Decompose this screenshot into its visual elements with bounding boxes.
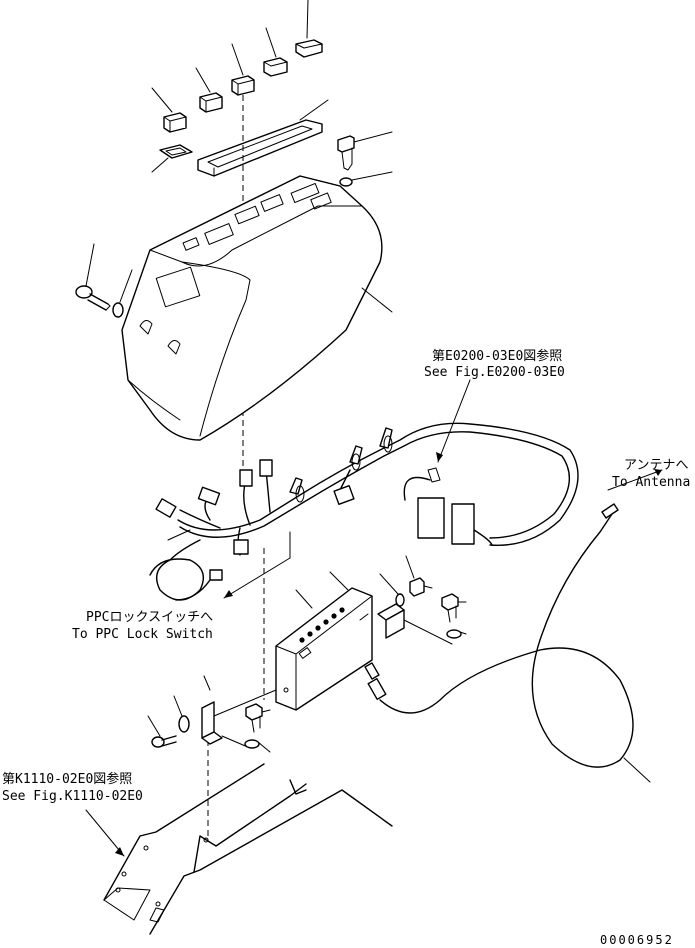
washer-controller-1 <box>395 593 405 607</box>
switch-panel-bezel <box>197 119 323 177</box>
switch-cap-1 <box>163 112 187 133</box>
bolt-controller-2 <box>441 593 459 623</box>
rubber-gasket <box>159 144 193 159</box>
bolt-controller-1 <box>409 577 433 597</box>
antenna-label-jp: アンテナへ <box>624 458 688 473</box>
wiring-harness <box>149 422 579 601</box>
floor-frame <box>103 763 393 935</box>
ref-k1110-en: See Fig.K1110-02E0 <box>2 789 143 804</box>
ref-k1110-jp: 第K1110-02E0図参照 <box>2 771 132 787</box>
mounting-bolt-left <box>75 285 111 311</box>
antenna-cable <box>364 503 634 768</box>
mounting-bolt-top <box>337 135 355 171</box>
switch-cap-5 <box>295 39 323 58</box>
ppc-lock-label-en: To PPC Lock Switch <box>72 627 213 642</box>
drawing-number: 00006952 <box>600 933 674 947</box>
washer-bracket-left <box>178 715 190 733</box>
washer-controller-2 <box>446 629 462 639</box>
antenna-label-en: To Antenna <box>612 475 690 490</box>
switch-cap-3 <box>231 75 255 96</box>
ref-e0200-en: See Fig.E0200-03E0 <box>424 365 565 380</box>
switch-cap-4 <box>263 57 288 77</box>
console-box <box>121 175 383 441</box>
controller-unit <box>275 587 373 711</box>
switch-cap-2 <box>199 92 223 113</box>
bolt-bracket-left <box>151 735 177 748</box>
ppc-lock-label-jp: PPCロックスイッチへ <box>86 610 213 625</box>
washer-left <box>112 302 124 318</box>
bracket-left <box>201 701 223 745</box>
ref-e0200-jp: 第E0200-03E0図参照 <box>432 348 562 364</box>
bracket-right <box>377 603 405 639</box>
washer-bracket-2 <box>244 739 260 749</box>
washer-top <box>339 177 353 187</box>
bolt-bracket-2 <box>245 703 263 733</box>
